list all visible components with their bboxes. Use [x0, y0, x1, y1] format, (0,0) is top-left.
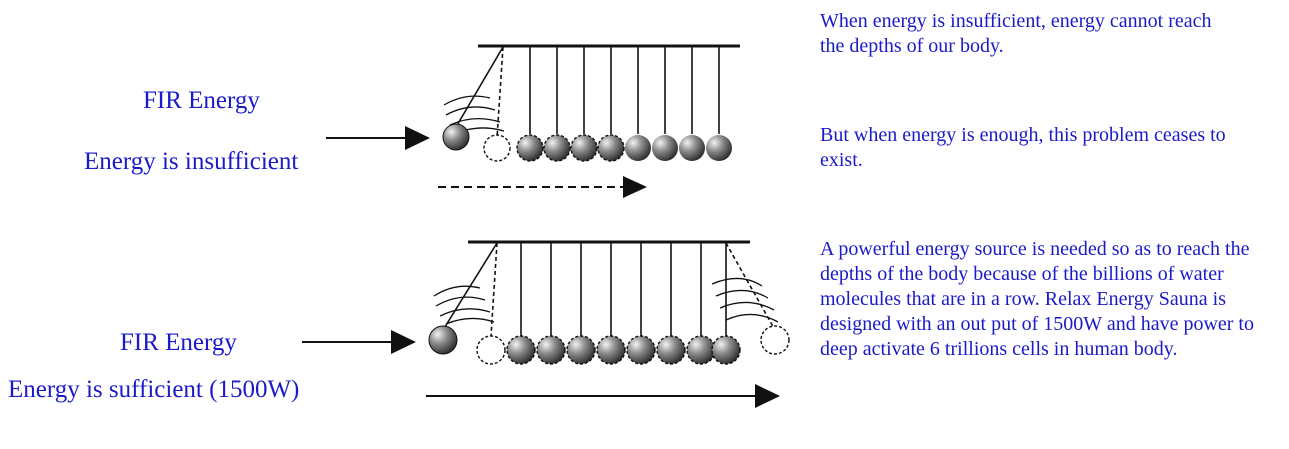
bottom-cradle — [302, 240, 790, 408]
bottom-right-swing-arcs — [711, 277, 779, 323]
top-energy-state-label: Energy is insufficient — [84, 148, 299, 175]
explanation-paragraph-1: When energy is insufficient, energy cann… — [820, 10, 1212, 57]
bottom-fir-energy-label: FIR Energy — [120, 329, 237, 356]
explanation-paragraph-2: But when energy is enough, this problem … — [820, 124, 1226, 171]
top-cradle — [326, 44, 740, 198]
bottom-ball-row — [506, 335, 741, 365]
bottom-released-ball — [760, 325, 790, 355]
explanation-paragraph-3: A powerful energy source is needed so as… — [820, 238, 1254, 360]
bottom-energy-state-label: Energy is sufficient (1500W) — [8, 376, 300, 403]
bottom-left-swing-arcs — [433, 285, 495, 325]
top-fir-energy-label: FIR Energy — [143, 87, 260, 114]
top-ball-row — [516, 134, 732, 162]
top-striking-ball — [442, 123, 470, 151]
bottom-striking-ball — [428, 325, 458, 355]
